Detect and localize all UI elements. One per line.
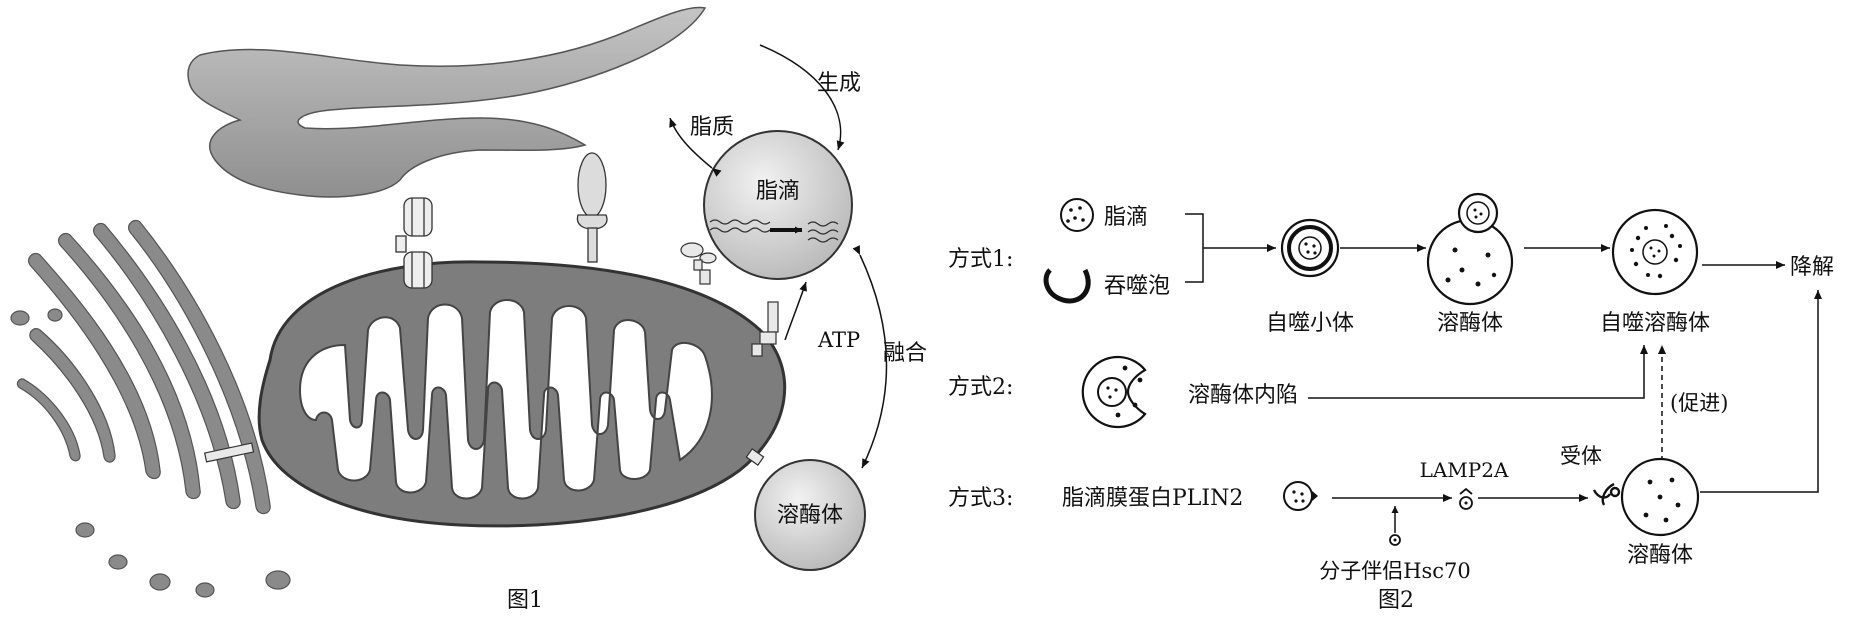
hsc70-icon bbox=[1389, 506, 1401, 546]
generate-label: 生成 bbox=[817, 71, 861, 96]
phagophore-icon bbox=[1043, 268, 1091, 304]
promote-label: (促进) bbox=[1670, 391, 1728, 415]
receptor-icon bbox=[1592, 482, 1621, 506]
lysosome-1: 溶酶体 bbox=[754, 459, 866, 571]
method1-label: 方式1: bbox=[948, 247, 1013, 272]
method3-hsc70: 分子伴侣Hsc70 bbox=[1319, 559, 1471, 583]
endoplasmic-reticulum bbox=[187, 6, 707, 198]
arrow-method3-to-degradation bbox=[1700, 290, 1822, 493]
lipid-droplet-small-icon bbox=[1060, 198, 1094, 232]
degradation-label: 降解 bbox=[1790, 255, 1834, 280]
lysosome-label-fig1: 溶酶体 bbox=[777, 503, 843, 528]
method1-autolysosome: 自噬溶酶体 bbox=[1600, 311, 1710, 336]
er-mito-tether-right bbox=[576, 152, 608, 263]
plin2-droplet-icon bbox=[1283, 481, 1318, 511]
arrow-lipid bbox=[669, 117, 722, 177]
method2-label: 方式2: bbox=[948, 375, 1013, 400]
lamp2a-icon bbox=[1459, 487, 1473, 510]
lipid-droplet-1: 脂滴 bbox=[703, 130, 853, 280]
method1-autophagosome: 自噬小体 bbox=[1266, 311, 1354, 336]
lipid-droplet-label: 脂滴 bbox=[756, 179, 800, 204]
figure1-caption: 图1 bbox=[507, 588, 543, 613]
method3-lysosome: 溶酶体 bbox=[1627, 543, 1693, 568]
method1-lysosome: 溶酶体 bbox=[1437, 311, 1503, 336]
method3-receptor: 受体 bbox=[1560, 444, 1602, 468]
lipid-label: 脂质 bbox=[690, 115, 734, 140]
golgi-apparatus bbox=[10, 219, 291, 598]
method3-plin2: 脂滴膜蛋白PLIN2 bbox=[1062, 486, 1243, 511]
er-mito-tether-left bbox=[395, 197, 433, 289]
method2-lysosome-invagination: 溶酶体内陷 bbox=[1188, 383, 1298, 408]
mitochondrion-cristae bbox=[298, 299, 713, 500]
arrow-atp bbox=[784, 281, 807, 341]
method1-phagophore: 吞噬泡 bbox=[1104, 274, 1170, 299]
lysosome-method3-icon bbox=[1620, 457, 1700, 537]
method3-label: 方式3: bbox=[948, 486, 1013, 511]
figure1: 脂滴 溶酶体 生成 脂质 ATP bbox=[10, 6, 927, 613]
droplet-mito-tethers bbox=[680, 242, 779, 466]
golgi-mito-tether bbox=[203, 442, 255, 463]
atp-label: ATP bbox=[817, 328, 860, 352]
autolysosome-icon bbox=[1611, 208, 1699, 296]
figure2: 方式1: 脂滴 吞噬泡 自噬小体 溶酶体 bbox=[948, 192, 1834, 613]
arrow-fusion bbox=[852, 245, 888, 469]
lysosome-invagination-icon bbox=[1081, 355, 1147, 429]
autophagosome-icon bbox=[1280, 218, 1340, 278]
merge-bracket bbox=[1185, 213, 1276, 283]
fusion-label: 融合 bbox=[883, 341, 927, 366]
arrow-generate bbox=[759, 44, 845, 151]
arrow-method2 bbox=[1308, 345, 1648, 399]
method1-lipid-droplet: 脂滴 bbox=[1104, 205, 1148, 230]
figure2-caption: 图2 bbox=[1378, 588, 1414, 613]
lysosome-with-droplet-icon bbox=[1426, 192, 1514, 306]
method3-lamp2a: LAMP2A bbox=[1420, 458, 1509, 482]
